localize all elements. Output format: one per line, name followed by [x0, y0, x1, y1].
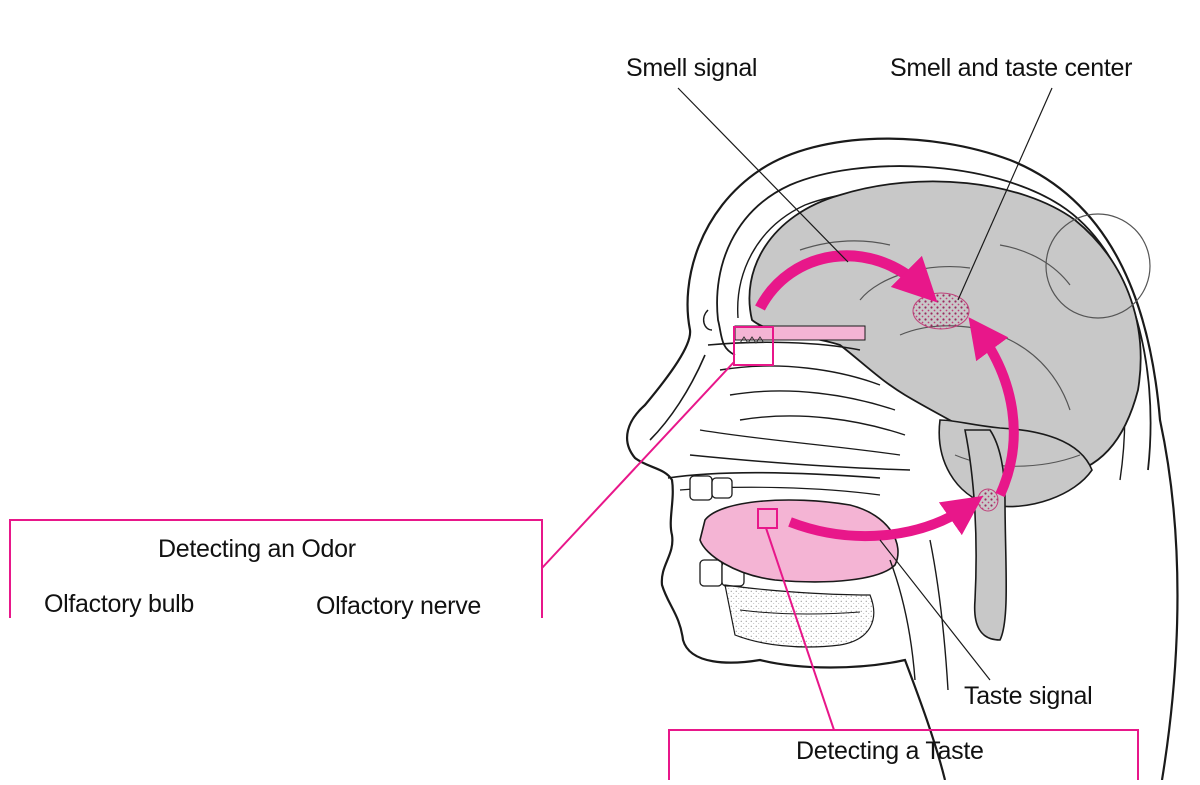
- smell-taste-center-label: Smell and taste center: [890, 54, 1133, 82]
- olfactory-bulb-highlight: [734, 325, 866, 341]
- taste-signal-label: Taste signal: [964, 682, 1093, 710]
- brainstem-to-center-arrow: [968, 317, 1019, 498]
- odor-connector-line: [541, 361, 735, 569]
- smell-and-taste-center-region: [912, 292, 970, 330]
- olfactory-nerve-label: Olfactory nerve: [316, 592, 482, 620]
- detecting-taste-box: [668, 729, 1139, 780]
- olfactory-bulb-label: Olfactory bulb: [44, 590, 195, 618]
- smell-signal-leader: [677, 87, 849, 263]
- brainstem: [964, 429, 1008, 641]
- detecting-odor-title: Detecting an Odor: [158, 535, 356, 563]
- head-outline: [626, 137, 1179, 781]
- detecting-odor-box: [9, 519, 543, 618]
- olfactory-callout-box: [733, 326, 774, 366]
- smell-signal-label: Smell signal: [626, 54, 758, 82]
- taste-connector-line: [765, 527, 835, 731]
- taste-relay-region: [977, 488, 999, 512]
- taste-signal-arrow: [788, 495, 984, 541]
- smell-signal-arrow: [755, 250, 938, 311]
- tongue: [699, 499, 899, 583]
- center-leader: [957, 87, 1053, 301]
- taste-signal-leader: [879, 539, 991, 681]
- taste-callout-box: [757, 508, 778, 529]
- detecting-taste-title: Detecting a Taste: [796, 737, 984, 765]
